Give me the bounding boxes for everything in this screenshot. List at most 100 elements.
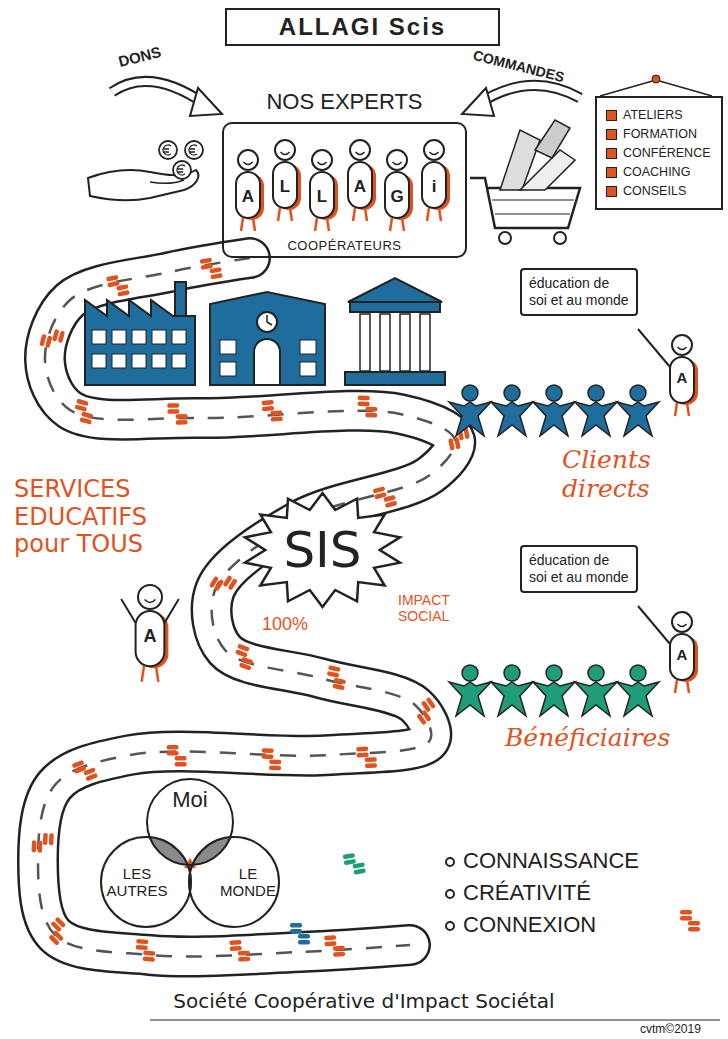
service-item: CONFÉRENCE [606, 146, 715, 160]
chimney [175, 282, 186, 316]
figures [121, 140, 698, 716]
factory [85, 300, 195, 385]
step [327, 671, 340, 678]
step [385, 501, 398, 508]
footprint [324, 935, 345, 958]
step [39, 334, 46, 347]
step [175, 756, 187, 761]
person-letter: A [138, 626, 162, 647]
step [31, 840, 36, 852]
step [74, 765, 87, 774]
bank-roof [348, 278, 442, 302]
step [201, 263, 214, 269]
coin-mark [189, 145, 197, 155]
step [680, 916, 692, 921]
step [298, 934, 310, 939]
step [353, 868, 366, 875]
door [254, 339, 280, 385]
person [422, 140, 450, 221]
group-label: Clients directs [562, 446, 702, 504]
star-body [491, 402, 533, 436]
arms [121, 599, 179, 623]
head [630, 665, 646, 681]
step [167, 751, 179, 756]
window [132, 354, 146, 368]
service-item: ATELIERS [606, 108, 715, 122]
headline: SERVICES EDUCATIFS pour TOUS [14, 476, 194, 559]
window [152, 354, 166, 368]
body [422, 162, 446, 208]
step [143, 956, 155, 961]
window [112, 330, 126, 344]
clock [257, 312, 277, 332]
step [241, 657, 254, 665]
step [45, 335, 52, 348]
coin [173, 161, 191, 179]
step [454, 437, 461, 450]
service-item: FORMATION [606, 127, 715, 141]
letter: A [348, 177, 372, 197]
star-body [617, 402, 659, 436]
step [43, 833, 48, 845]
smile [356, 152, 365, 155]
step [356, 753, 368, 758]
step [143, 950, 155, 955]
legs [241, 218, 255, 231]
step [298, 940, 310, 945]
smile [244, 162, 253, 165]
window [92, 330, 106, 344]
board-string [656, 80, 712, 96]
bank-base [345, 372, 445, 385]
step [106, 275, 119, 282]
step [333, 678, 346, 685]
footprint [290, 923, 310, 945]
legs [353, 208, 367, 221]
step [328, 665, 341, 672]
commandes-arrowhead [462, 88, 494, 116]
experts-box: NOS EXPERTSCOOPÉRATEURS [222, 122, 467, 258]
head [504, 665, 520, 681]
arrow-label: DONS [117, 43, 163, 70]
step [357, 402, 369, 407]
smile [281, 152, 290, 155]
step [200, 258, 213, 264]
beneficiary-figure [449, 665, 491, 716]
beneficiary-figure [491, 385, 533, 436]
step [269, 765, 281, 770]
beneficiary-figure [575, 385, 617, 436]
footprint [356, 746, 377, 768]
bank [350, 302, 440, 312]
arm [638, 606, 670, 644]
windows [92, 330, 186, 368]
venn-overlap [100, 836, 192, 928]
column [380, 314, 390, 371]
venn-overlap [188, 836, 280, 928]
commandes-arrow [478, 85, 580, 104]
step [52, 930, 64, 942]
step [688, 927, 700, 932]
coin [185, 141, 203, 159]
window [112, 354, 126, 368]
step [290, 929, 302, 934]
step [74, 404, 87, 411]
body [670, 357, 694, 403]
footprints [31, 256, 700, 962]
head [387, 150, 407, 170]
step [365, 413, 377, 418]
star-body [491, 682, 533, 716]
node-text: LE MONDE [218, 866, 278, 899]
service-item: CONSEILS [606, 184, 715, 198]
footprint [357, 396, 378, 418]
beneficiary-figure [533, 385, 575, 436]
footprint [167, 403, 188, 425]
window [300, 362, 316, 376]
box [535, 120, 570, 158]
person [310, 150, 338, 231]
footprint [680, 910, 700, 932]
star-body [533, 682, 575, 716]
step [214, 579, 224, 592]
rule [150, 1019, 720, 1020]
column [360, 314, 370, 371]
person [385, 150, 413, 231]
step [175, 762, 187, 767]
